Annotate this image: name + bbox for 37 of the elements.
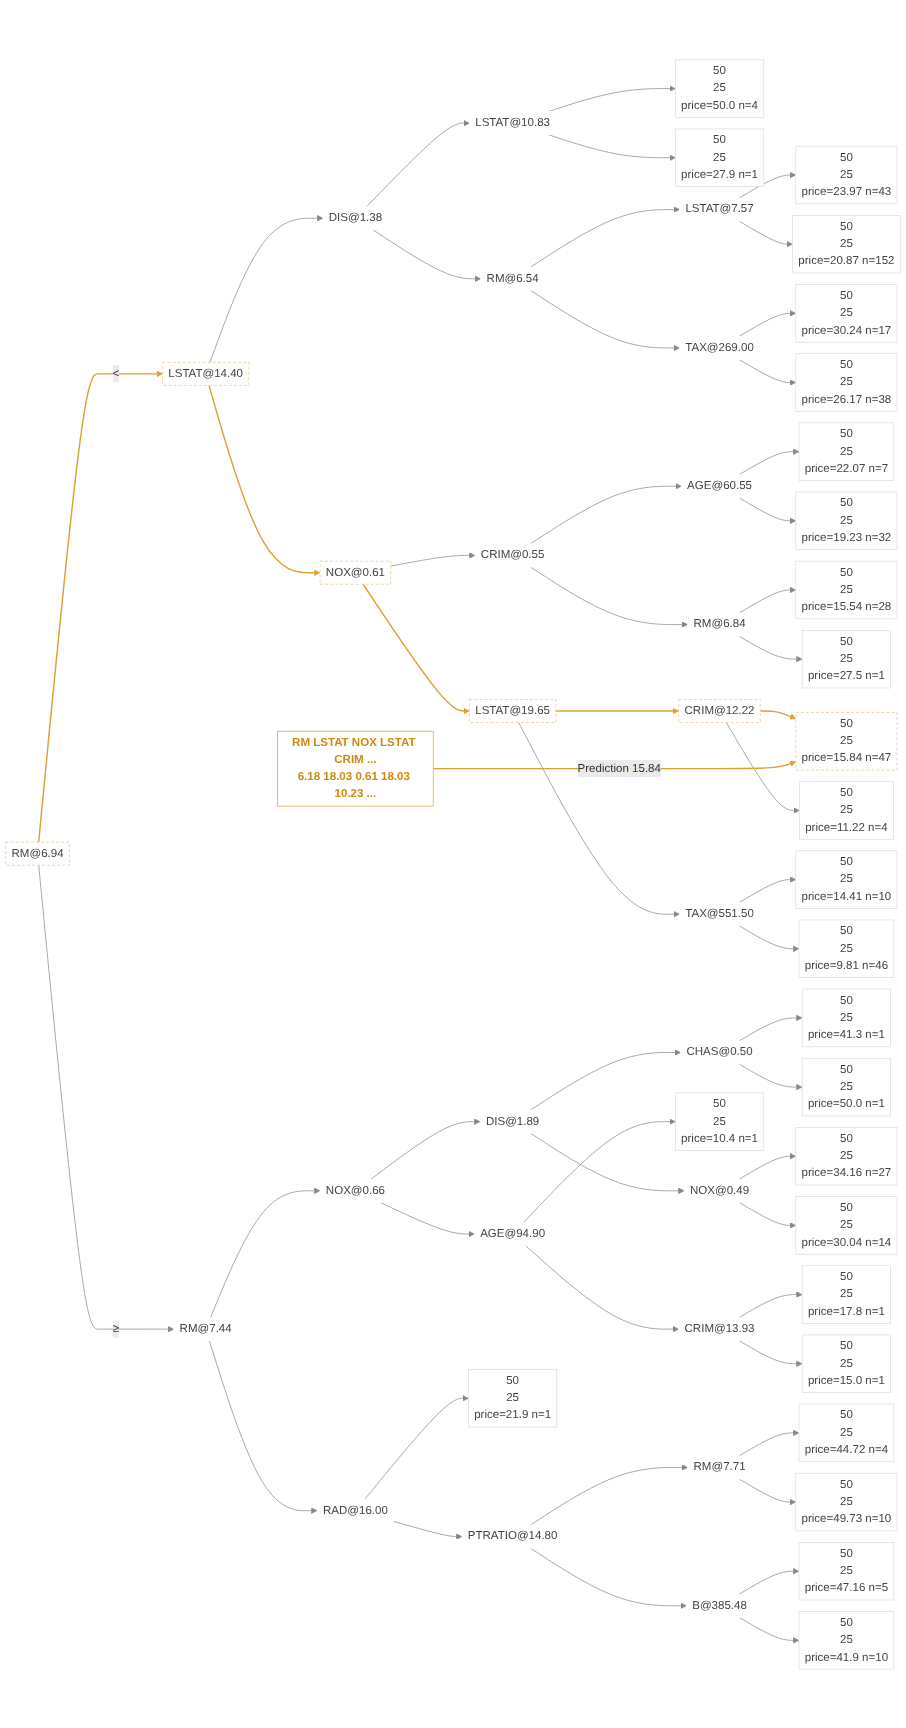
arrow xyxy=(555,707,680,714)
node-box xyxy=(801,629,891,688)
node-box xyxy=(678,698,761,723)
node-box xyxy=(795,560,898,619)
node-box xyxy=(469,698,557,723)
node-box xyxy=(795,849,898,909)
arrow xyxy=(759,709,797,719)
node-box xyxy=(795,145,898,204)
node-box xyxy=(795,491,898,550)
node-box xyxy=(801,1334,891,1393)
node-box xyxy=(801,1057,891,1116)
node-box xyxy=(5,841,70,866)
node-box xyxy=(798,1610,895,1670)
arrow xyxy=(37,370,163,843)
node-box xyxy=(674,1092,765,1151)
node-box xyxy=(795,1195,898,1255)
node-box xyxy=(798,1403,895,1462)
node-box xyxy=(277,730,434,806)
node-box xyxy=(674,128,765,187)
node-box xyxy=(795,283,898,343)
node-box xyxy=(795,711,898,770)
node-box xyxy=(798,422,895,481)
node-box xyxy=(798,1541,895,1600)
node-box xyxy=(795,1126,898,1185)
node-box xyxy=(795,1472,898,1531)
node-box xyxy=(792,214,901,273)
arrow xyxy=(208,384,321,576)
node-box xyxy=(799,780,894,840)
node-box xyxy=(798,919,895,978)
arrow xyxy=(362,583,470,714)
node-box xyxy=(795,352,898,412)
node-box xyxy=(319,560,392,585)
node-box xyxy=(468,1368,558,1427)
node-box xyxy=(162,361,250,386)
node-box xyxy=(801,1264,891,1324)
node-box xyxy=(801,988,891,1047)
node-box xyxy=(674,58,765,118)
